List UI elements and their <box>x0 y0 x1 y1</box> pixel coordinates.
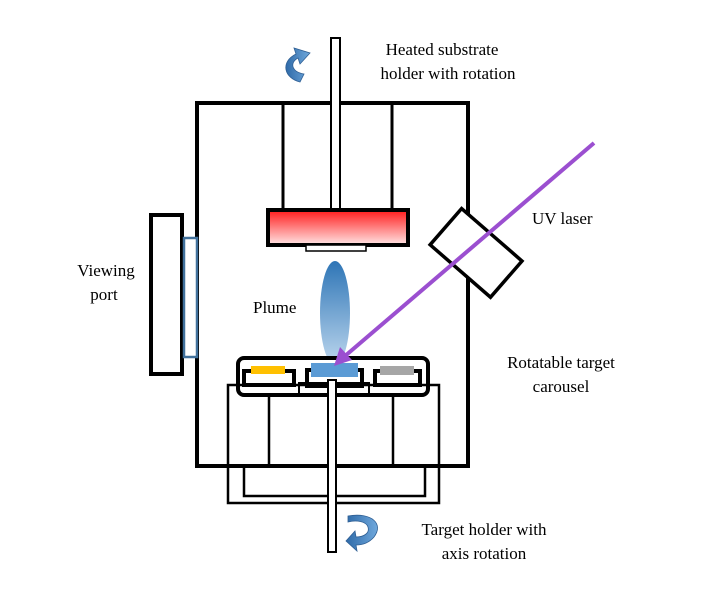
label-viewing-port-line1: Viewing <box>77 261 135 280</box>
substrate <box>305 244 367 252</box>
label-substrate-holder-line1: Heated substrate <box>386 40 499 59</box>
label-carousel-line1: Rotatable target <box>507 353 615 372</box>
label-carousel-line2: carousel <box>533 377 590 396</box>
target-right <box>380 366 414 375</box>
target-rotation-arrow-icon <box>345 514 378 553</box>
target-center <box>311 363 358 377</box>
substrate-rotation-arrow-icon <box>285 47 311 83</box>
target-left <box>251 366 285 374</box>
laser-port <box>427 206 525 300</box>
label-viewing-port-line2: port <box>90 285 118 304</box>
target-shaft <box>327 379 337 553</box>
plasma-plume <box>320 261 350 365</box>
heater-block <box>266 208 410 247</box>
viewing-port-flange <box>149 213 184 376</box>
label-target-holder-line2: axis rotation <box>442 544 527 563</box>
label-target-holder-line1: Target holder with <box>421 520 547 539</box>
laser-arrowhead <box>334 347 352 366</box>
laser-port-inner <box>427 206 525 300</box>
label-uv-laser: UV laser <box>532 209 593 228</box>
substrate-shaft <box>330 37 341 211</box>
label-plume: Plume <box>253 298 296 317</box>
viewing-port-window <box>182 236 199 359</box>
uv-laser-beam <box>343 141 596 358</box>
label-substrate-holder-line2: holder with rotation <box>380 64 516 83</box>
